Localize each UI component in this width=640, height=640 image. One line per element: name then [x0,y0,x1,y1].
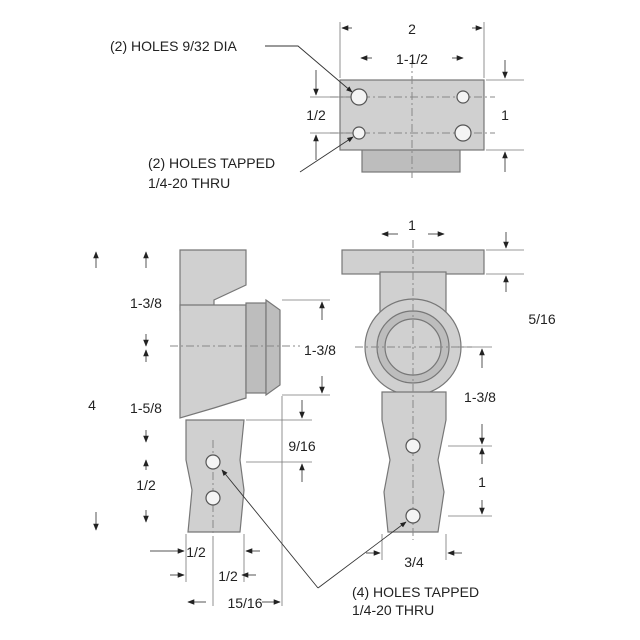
hole-large [454,124,472,142]
dim-leg-width-front: 3/4 [404,554,424,570]
dim-boss-depth: 15/16 [227,595,262,611]
dim-center-to-hole: 1-3/8 [464,389,496,405]
side-view-body [179,304,247,419]
dim-side-hole-spacing: 1/2 [136,477,156,493]
side-hole [205,454,221,470]
note-holes-tapped-4: (4) HOLES TAPPED [352,584,479,600]
front-hole [405,438,421,454]
front-view: 1 5/16 1-3/8 1 3/4 (4) HOLES TAPPED 1/4-… [221,217,556,618]
front-hole [405,508,421,524]
note-thread: 1/4-20 THRU [148,175,230,191]
dim-overall-height: 4 [88,397,96,413]
dim-mid-height: 1-5/8 [130,400,162,416]
leader-line [221,469,319,589]
dim-top-depth: 1 [501,107,509,123]
dim-boss-height: 1-3/8 [304,342,336,358]
side-view-boss [265,298,281,397]
side-view-leg [185,419,245,533]
hole-small [456,90,470,104]
top-view: 2 1-1/2 1/2 1 (2) HOLES 9/32 DIA (2) HOL… [110,21,524,191]
top-view-hub [361,147,461,173]
dim-hole-offset: 9/16 [288,438,315,454]
front-view-leg [381,391,447,533]
leader-line [265,45,353,93]
dim-front-hole-spacing: 1 [478,474,486,490]
dim-top-width: 2 [408,21,416,37]
note-thread-4: 1/4-20 THRU [352,602,434,618]
dim-leg-width: 1/2 [186,544,206,560]
dim-flange-thickness: 5/16 [528,311,555,327]
dim-neck-width: 1 [408,217,416,233]
dim-leg-offset: 1/2 [218,568,238,584]
dim-hole-spacing: 1-1/2 [396,51,428,67]
hole-small [352,126,366,140]
side-view: 4 1-3/8 1-5/8 1/2 1-3/8 9/16 1/2 [88,249,336,611]
leader-line [299,136,354,173]
leader-line [317,521,407,589]
dim-upper-height: 1-3/8 [130,295,162,311]
note-holes-dia: (2) HOLES 9/32 DIA [110,38,237,54]
hole-large [350,88,368,106]
side-hole [205,490,221,506]
side-view-collar [245,302,267,394]
note-holes-tapped: (2) HOLES TAPPED [148,155,275,171]
dim-hole-vertical-spacing: 1/2 [306,107,326,123]
side-view-top-flange [179,249,247,311]
